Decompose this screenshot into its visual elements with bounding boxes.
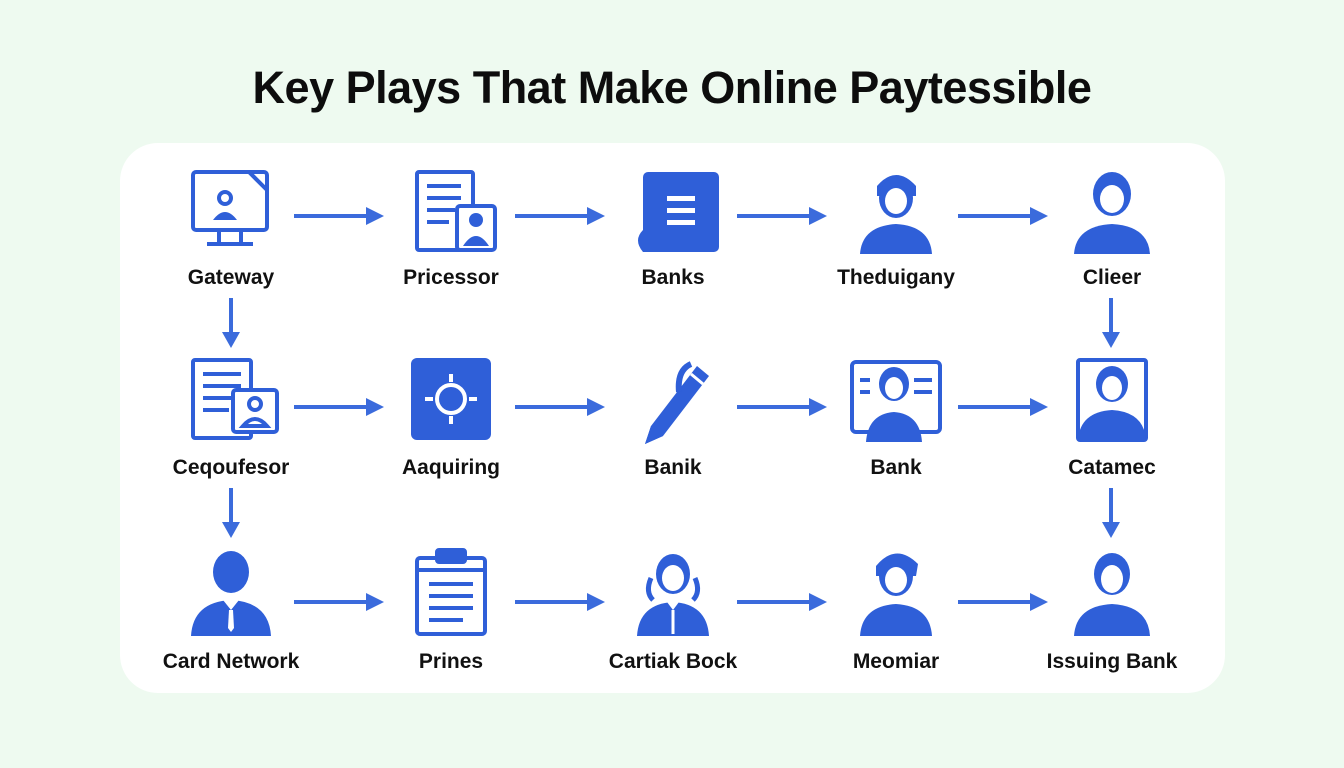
page-title: Key Plays That Make Online Paytessible [252,62,1092,113]
node-bank: Bank [786,356,1006,506]
person-icon [844,168,948,258]
person-headset-icon [621,548,725,638]
node-label: Catamec [1068,456,1156,479]
monitor-document-icon [179,168,283,258]
node-clieer: Clieer [1002,168,1222,318]
node-ceqoufesor: Ceqoufesor [121,356,341,506]
node-theduigany: Theduigany [786,168,1006,318]
node-issuing-bank: Issuing Bank [1002,548,1222,698]
node-label: Card Network [162,650,300,673]
node-label: Prines [418,650,484,673]
arrow-right-icon [958,205,1050,227]
node-label: Theduigany [837,266,955,289]
person-icon [1060,168,1164,258]
arrow-right-icon [294,205,386,227]
document-person-icon [399,168,503,258]
arrow-right-icon [958,396,1050,418]
node-label: Meomiar [852,650,940,673]
arrow-right-icon [294,591,386,613]
arrow-right-icon [737,591,829,613]
person-icon [844,548,948,638]
node-banik: Banik [563,356,783,506]
clipboard-icon [399,548,503,638]
arrow-right-icon [737,396,829,418]
node-aaquiring: Aaquiring [341,356,561,506]
arrow-right-icon [737,205,829,227]
arrow-right-icon [958,591,1050,613]
node-label: Issuing Bank [1046,650,1178,673]
node-label: Clieer [1082,266,1142,289]
node-label: Aaquiring [402,456,500,479]
node-card-network: Card Network [121,548,341,698]
node-meomiar: Meomiar [786,548,1006,698]
pen-icon [621,356,725,446]
arrow-down-icon [220,298,242,350]
node-pines: Prines [341,548,561,698]
node-cartiak-bock: Cartiak Bock [563,548,783,698]
node-label: Bank [870,456,922,479]
node-label: Banks [641,266,705,289]
arrow-right-icon [515,591,607,613]
ledger-book-icon [621,168,725,258]
node-label: Gateway [187,266,275,289]
node-gateway: Gateway [121,168,341,318]
arrow-down-icon [1100,488,1122,540]
node-banks: Banks [563,168,783,318]
arrow-down-icon [220,488,242,540]
id-card-person-icon [844,356,948,446]
framed-person-icon [1060,356,1164,446]
node-label: Banik [644,456,702,479]
arrow-right-icon [515,205,607,227]
node-catamec: Catamec [1002,356,1222,506]
node-label: Cartiak Bock [608,650,738,673]
businessman-icon [179,548,283,638]
document-id-card-icon [179,356,283,446]
node-label: Ceqoufesor [172,456,290,479]
arrow-right-icon [515,396,607,418]
node-label: Pricessor [403,266,499,289]
person-icon [1060,548,1164,638]
node-pricessor: Pricessor [341,168,561,318]
arrow-down-icon [1100,298,1122,350]
target-icon [399,356,503,446]
arrow-right-icon [294,396,386,418]
